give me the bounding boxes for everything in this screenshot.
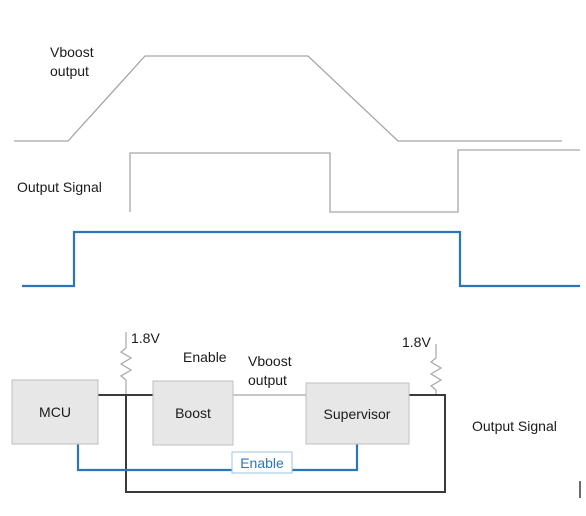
supervisor-block [305,382,410,445]
output-signal-waveform [129,149,580,213]
right-voltage-label: 1.8V [402,334,431,350]
left-pullup-resistor [119,347,133,381]
vboost-waveform-label-line2: output [50,63,89,79]
circuit-output-signal-label: Output Signal [472,418,557,434]
boost-block-label: Boost [175,405,211,421]
enable-wire [76,444,359,472]
right-pullup-resistor [429,357,443,391]
supervisor-block-label: Supervisor [324,406,391,422]
mcu-block-label: MCU [39,404,71,420]
enable-tag-box [231,451,293,474]
mcu-block [11,379,99,445]
vboost-waveform [14,55,562,142]
enable-waveform [22,230,580,288]
boost-enable-label: Enable [183,349,227,365]
enable-tag-label: Enable [240,455,284,471]
vboost-output-label-line2: output [248,372,287,388]
boost-block [152,380,234,446]
supervisor-output-loop [125,394,446,493]
output-signal-waveform-label: Output Signal [17,179,102,195]
vboost-waveform-label-line1: Vboost [50,44,94,60]
left-voltage-label: 1.8V [131,330,160,346]
vboost-output-label-line1: Vboost [248,353,292,369]
